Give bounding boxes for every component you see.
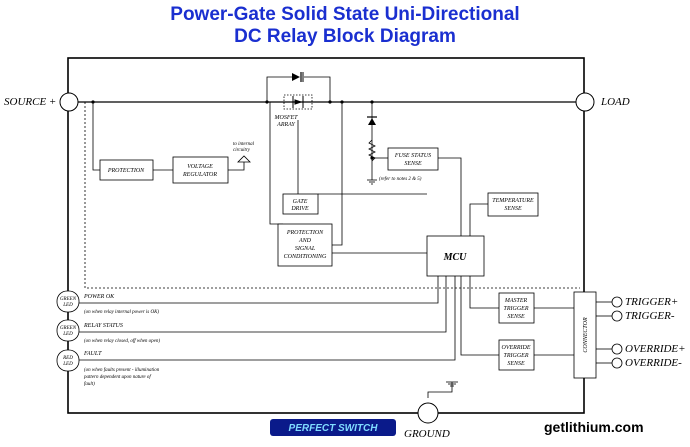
gate-drive-block <box>282 193 319 215</box>
fault-led <box>56 349 80 372</box>
override-pos-terminal <box>611 343 623 355</box>
ground-label: GROUND <box>404 428 450 440</box>
load-label: LOAD <box>600 96 630 108</box>
resistor-icon <box>368 139 376 162</box>
master-trigger-label-2: TRIGGER <box>504 306 529 312</box>
connector-block <box>573 291 597 379</box>
protection-label: PROTECTION <box>107 168 145 174</box>
override-trigger-label-3: SENSE <box>507 361 525 367</box>
led-3-label-1: RED <box>62 356 73 361</box>
led-2-note: (on when relay closed, off when open) <box>84 339 160 344</box>
led-2-label-1: GREEN <box>60 326 77 331</box>
voltage-regulator-block <box>172 156 229 184</box>
protection-signal-label-1: PROTECTION <box>286 230 324 236</box>
voltage-regulator-label-2: REGULATOR <box>182 172 217 178</box>
trigger-neg-label: TRIGGER- <box>625 310 675 322</box>
temperature-sense-block <box>487 192 539 217</box>
override-trigger-block <box>498 339 535 371</box>
protection-signal-label-3: SIGNAL <box>295 246 316 252</box>
relay-status-led <box>56 319 80 342</box>
protection-signal-label-2: AND <box>298 238 312 244</box>
fuse-note: (refer to notes 2 & 5) <box>379 177 422 182</box>
power-ok-led <box>56 290 80 313</box>
override-pos-label: OVERRIDE+ <box>625 343 686 355</box>
junction-dots <box>91 100 374 160</box>
override-neg-terminal <box>611 357 623 369</box>
led-3-signal: FAULT <box>83 351 102 357</box>
mosfet-icon <box>292 96 304 108</box>
site-url: getlithium.com <box>544 419 644 435</box>
led-3-label-2: LED <box>62 362 73 367</box>
temperature-label-1: TEMPERATURE <box>492 198 534 204</box>
fuse-diode-icon <box>367 116 377 125</box>
led-2-signal: RELAY STATUS <box>83 323 123 329</box>
ground-terminal <box>417 402 439 424</box>
led-1-signal: POWER OK <box>83 294 115 300</box>
led-1-label-1: GREEN <box>60 297 77 302</box>
gate-drive-label-1: GATE <box>293 199 308 205</box>
logo-text: PERFECT SWITCH <box>289 423 379 434</box>
trigger-pos-label: TRIGGER+ <box>625 296 678 308</box>
mosfet-label-2: ARRAY <box>276 122 295 128</box>
trigger-pos-terminal <box>611 296 623 308</box>
gate-drive-label-2: DRIVE <box>290 206 309 212</box>
master-trigger-block <box>498 292 535 324</box>
override-trigger-label-2: TRIGGER <box>504 353 529 359</box>
mcu-block <box>426 235 485 277</box>
source-terminal <box>59 92 79 112</box>
internal-circuitry-arrow-icon <box>237 155 251 163</box>
led-2-label-2: LED <box>62 332 73 337</box>
source-label: SOURCE + <box>4 96 56 108</box>
led-1-label-2: LED <box>62 303 73 308</box>
override-neg-label: OVERRIDE- <box>625 357 682 369</box>
internal-note-2: circuitry <box>233 148 251 153</box>
master-trigger-label-3: SENSE <box>507 314 525 320</box>
relay-enclosure <box>67 57 585 414</box>
body-diode-icon <box>292 72 304 82</box>
led-3-note-3: fault) <box>84 382 95 387</box>
led-3-note-1: (on when faults present - illumination <box>84 368 160 373</box>
fuse-status-label-1: FUSE STATUS <box>394 153 431 159</box>
master-trigger-label-1: MASTER <box>504 298 528 304</box>
chassis-ground-icon <box>446 381 458 387</box>
override-trigger-label-1: OVERRIDE <box>502 345 531 351</box>
temperature-label-2: SENSE <box>504 206 522 212</box>
ground-icon <box>367 179 377 185</box>
fuse-status-label-2: SENSE <box>404 161 422 167</box>
led-1-note: (on when relay internal power is OK) <box>84 310 159 315</box>
protection-signal-label-4: CONDITIONING <box>284 254 327 260</box>
connector-label: CONNECTOR <box>583 317 589 353</box>
perfect-switch-logo: PERFECT SWITCH <box>270 419 396 436</box>
protection-block <box>99 159 154 181</box>
mosfet-label-1: MOSFET <box>274 115 299 121</box>
title-line-2: DC Relay Block Diagram <box>234 26 456 47</box>
led-3-note-2: pattern dependent upon nature of <box>83 375 151 380</box>
internal-note-1: to internal <box>233 142 255 147</box>
protection-signal-block <box>277 223 333 267</box>
fuse-status-block <box>387 147 439 171</box>
trigger-neg-terminal <box>611 310 623 322</box>
title-line-1: Power-Gate Solid State Uni-Directional <box>170 4 520 25</box>
voltage-regulator-label-1: VOLTAGE <box>187 164 213 170</box>
load-terminal <box>575 92 595 112</box>
mcu-label: MCU <box>443 252 468 263</box>
